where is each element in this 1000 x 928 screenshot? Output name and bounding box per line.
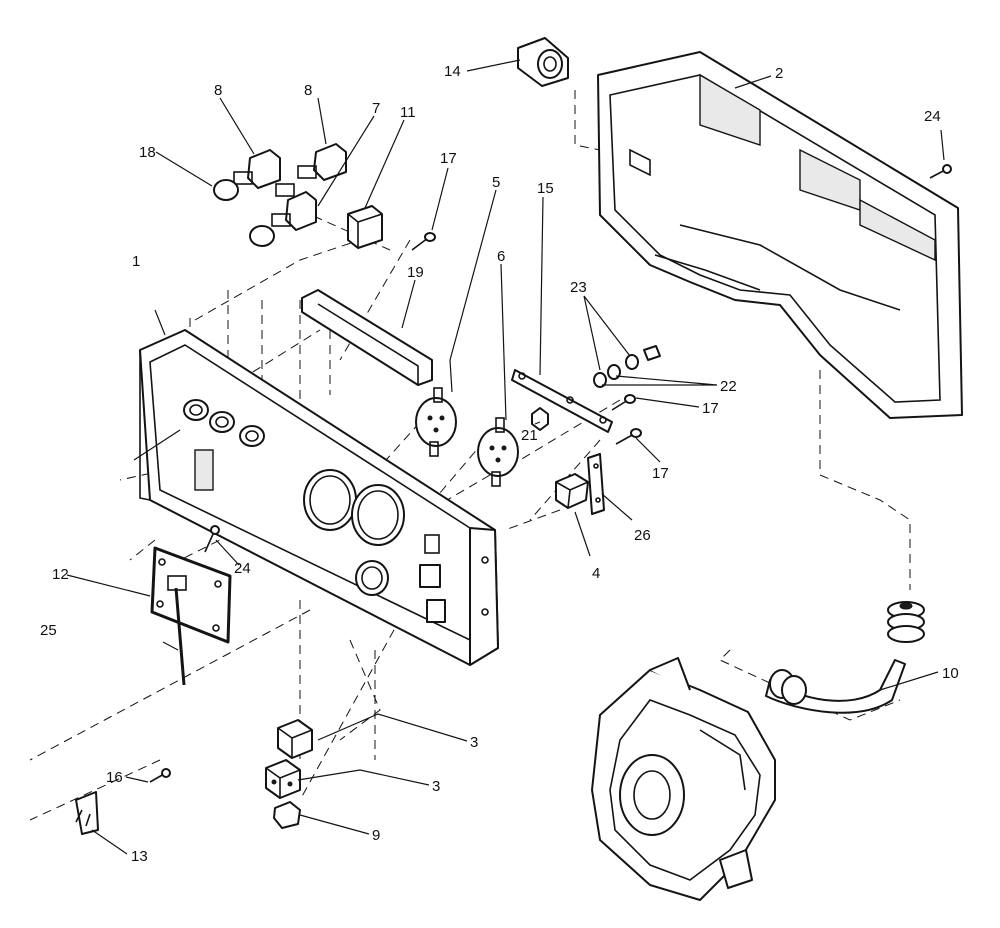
label-3b: 3	[432, 778, 440, 795]
screw-24-top	[929, 164, 952, 179]
screw-16	[149, 768, 171, 783]
label-6: 6	[497, 248, 505, 265]
block-4	[555, 473, 589, 509]
label-24a: 24	[924, 108, 941, 125]
label-17b: 17	[702, 400, 719, 417]
bushing-14	[517, 37, 569, 87]
plate-12	[150, 546, 232, 644]
switch-block-upper	[277, 719, 313, 759]
label-11: 11	[400, 104, 416, 121]
callout-labels: 1 2 3 3 4 5 6 7 8 8 9 10 11 12 13 14 15 …	[40, 63, 959, 865]
label-9: 9	[372, 827, 380, 844]
clip-9	[273, 801, 301, 829]
bar-19	[301, 289, 433, 386]
label-4: 4	[592, 565, 600, 582]
receptacle-5	[415, 387, 457, 457]
label-3a: 3	[470, 734, 478, 751]
bracket-13	[75, 791, 99, 835]
knob-8-right	[297, 143, 347, 181]
label-2: 2	[775, 65, 783, 82]
screw-24-plate	[204, 525, 220, 553]
label-12: 12	[52, 566, 69, 583]
leader-lines	[66, 59, 945, 855]
cable-25	[174, 587, 186, 686]
screw-17-low	[615, 428, 642, 445]
cord-10	[765, 659, 906, 714]
label-10: 10	[942, 665, 959, 682]
label-22: 22	[720, 378, 737, 395]
label-8b: 8	[304, 82, 312, 99]
label-18: 18	[139, 144, 156, 161]
knob-8-left	[233, 149, 281, 189]
rear-housing	[597, 51, 963, 419]
switch-block-lower	[265, 759, 301, 799]
nut-21	[531, 407, 549, 431]
label-5: 5	[492, 174, 500, 191]
label-21: 21	[521, 427, 538, 444]
label-25: 25	[40, 622, 57, 639]
fan-shroud	[591, 657, 776, 901]
label-17c: 17	[652, 465, 669, 482]
screw-17-top	[411, 232, 436, 251]
label-7: 7	[372, 100, 380, 117]
label-1: 1	[132, 253, 140, 270]
grommet-10	[887, 601, 925, 643]
label-15: 15	[537, 180, 554, 197]
label-13: 13	[131, 848, 148, 865]
bracket-26	[587, 453, 605, 515]
front-panel	[139, 329, 499, 666]
label-19: 19	[407, 264, 424, 281]
washers-22-23	[593, 345, 661, 388]
label-24b: 24	[234, 560, 251, 577]
cap-18	[213, 179, 275, 247]
receptacle-6	[477, 417, 519, 487]
label-17a: 17	[440, 150, 457, 167]
label-26: 26	[634, 527, 651, 544]
cover-11	[347, 205, 383, 249]
label-16: 16	[106, 769, 123, 786]
label-8a: 8	[214, 82, 222, 99]
label-23: 23	[570, 279, 587, 296]
screw-17-mid	[611, 394, 636, 411]
label-14: 14	[444, 63, 461, 80]
strip-15	[511, 369, 613, 433]
knob-7	[271, 183, 317, 231]
